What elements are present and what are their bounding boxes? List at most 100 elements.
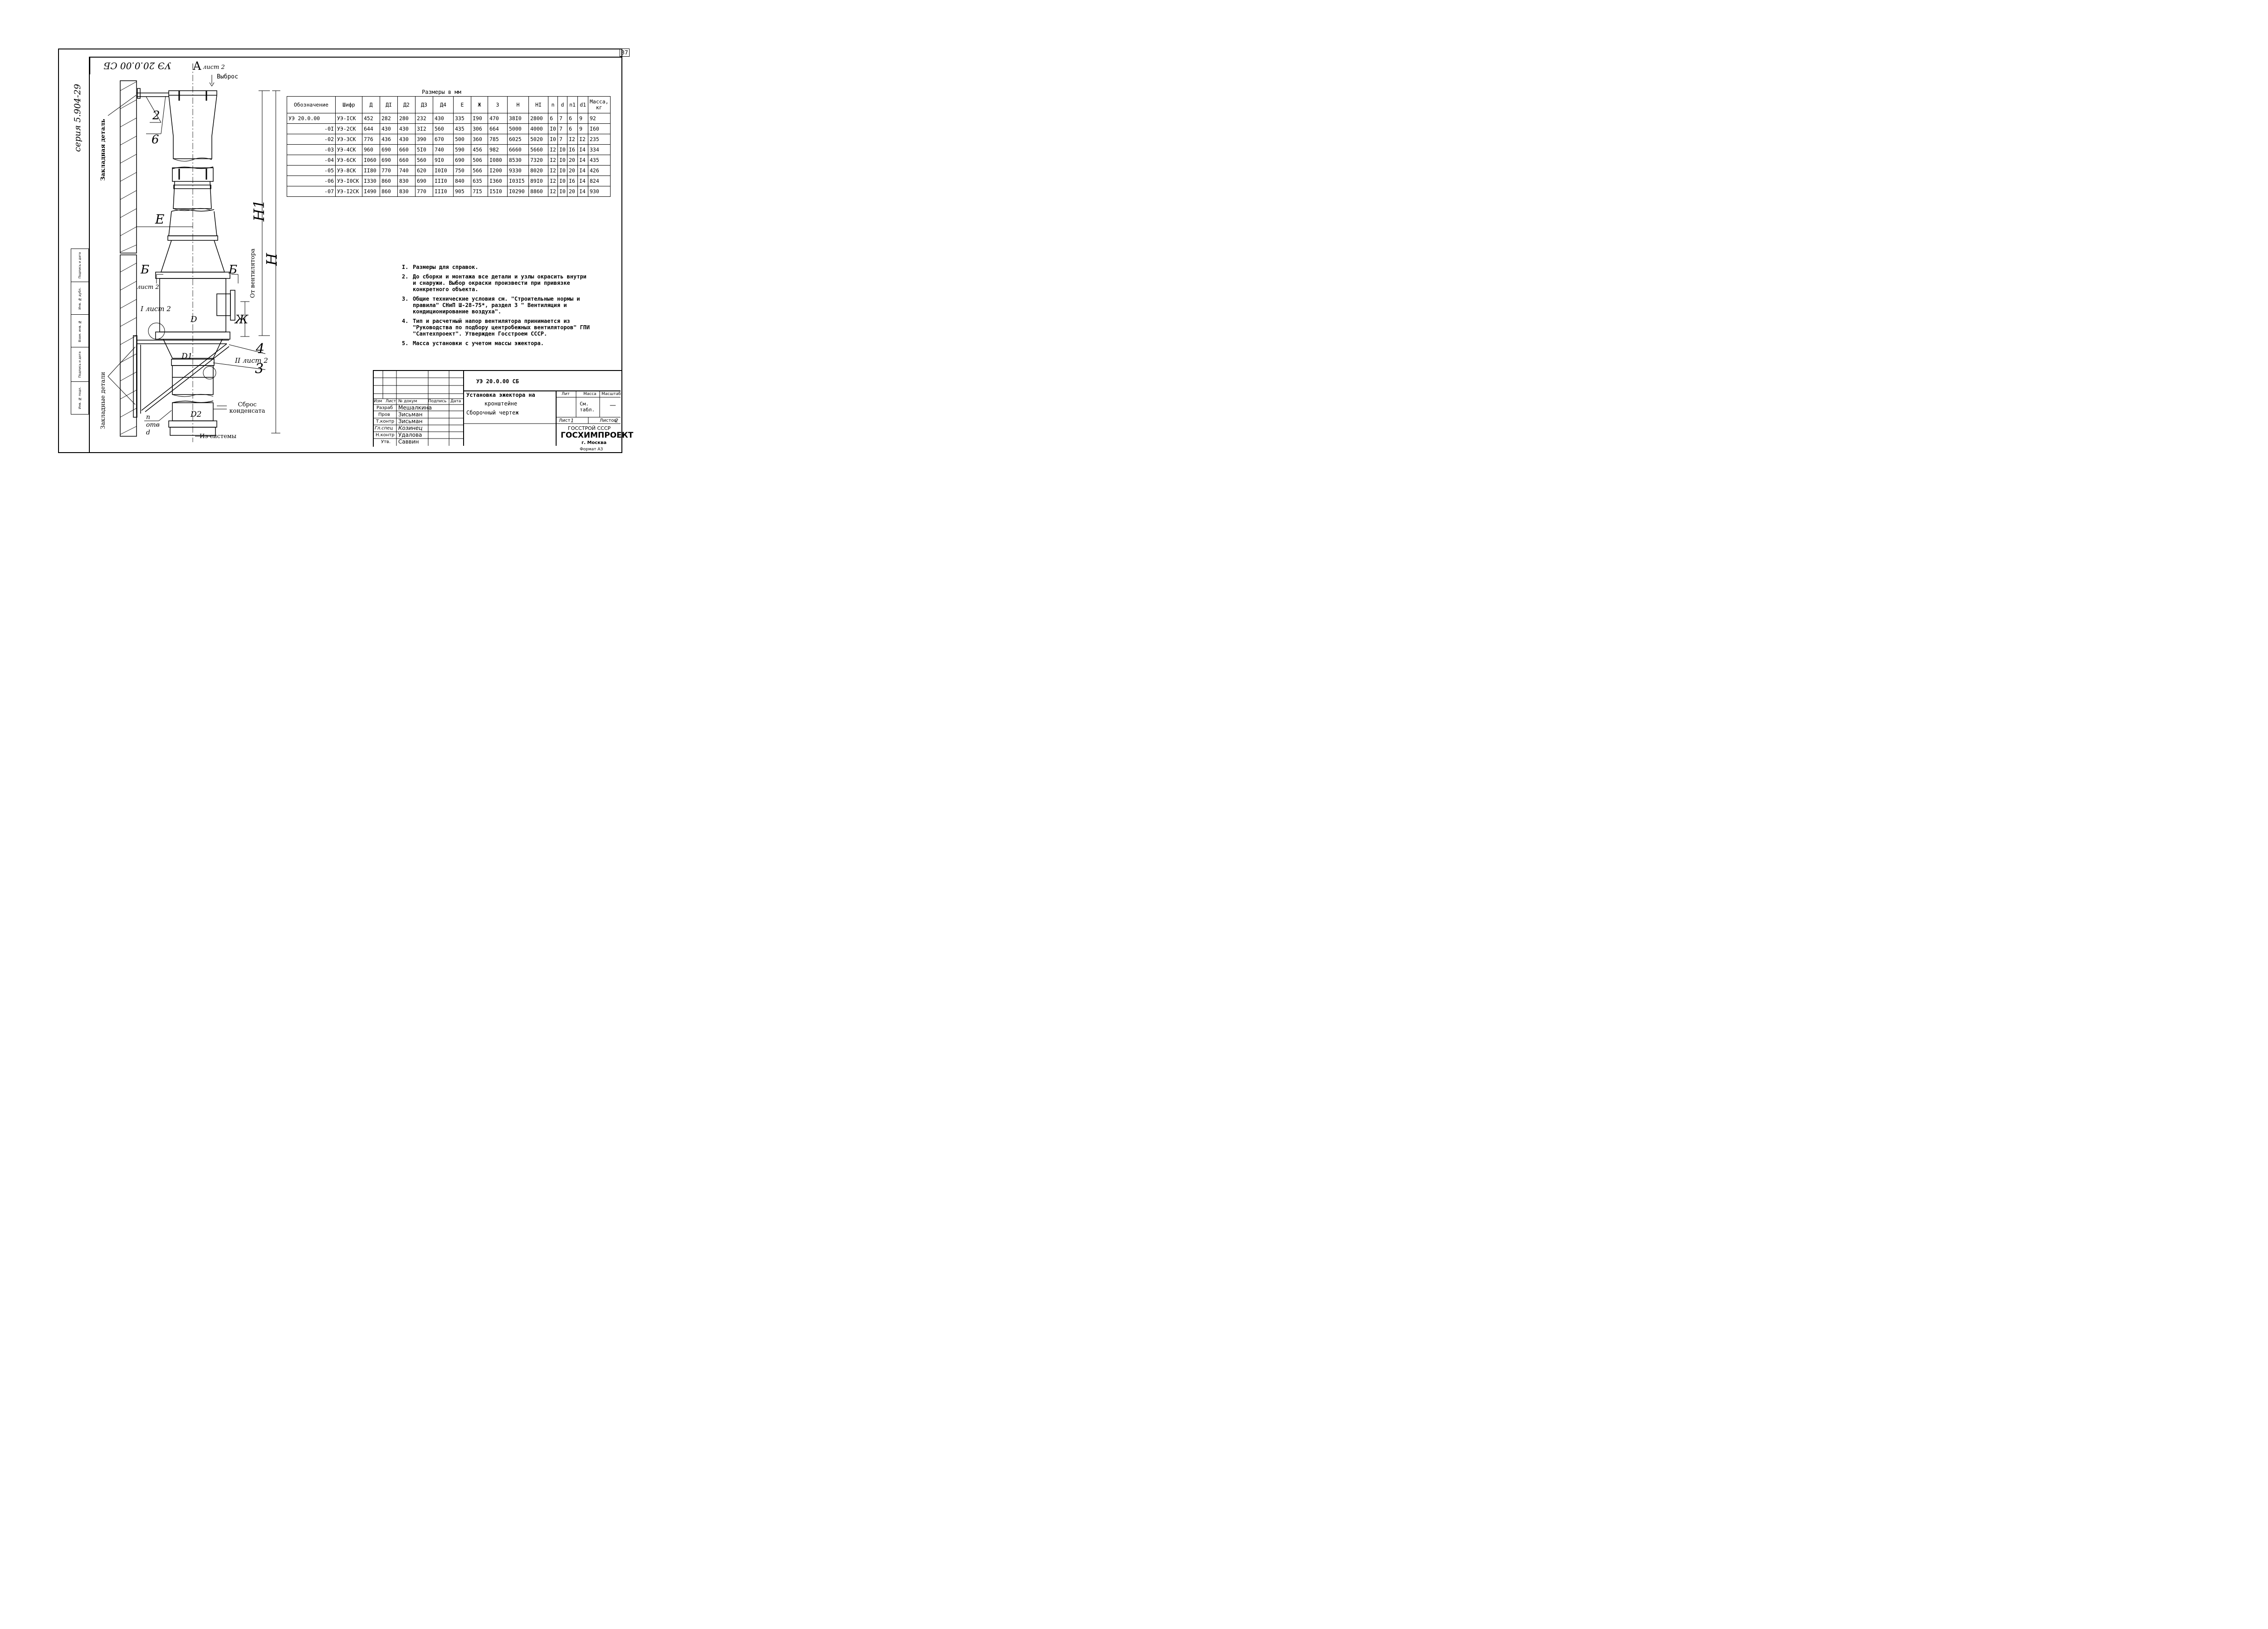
table-cell: 232 — [415, 113, 433, 124]
side-cell: Инв. № подл. — [71, 381, 88, 415]
table-cell: 690 — [453, 155, 471, 166]
table-header: Д4 — [433, 96, 454, 113]
org-name-2: ГОСХИМПРОЕКТ — [561, 431, 634, 440]
table-cell: I2 — [548, 144, 558, 155]
table-cell: 6025 — [507, 134, 529, 145]
table-cell: 500 — [453, 134, 471, 145]
table-cell: 7 — [557, 113, 567, 124]
table-header: n1 — [567, 96, 578, 113]
table-cell: 3I2 — [415, 123, 433, 134]
table-cell: УЭ-I2СК — [335, 186, 362, 197]
col-header-doc: № докум — [398, 399, 417, 404]
table-cell: I0 — [557, 155, 567, 166]
table-cell: 860 — [380, 186, 398, 197]
lower-bracket — [133, 335, 230, 418]
org-name-1: ГОССТРОЙ СССР — [568, 425, 611, 431]
title-block-code: УЭ 20.0.00 СБ — [476, 378, 519, 385]
table-cell: I03I5 — [507, 176, 529, 186]
table-header: Н — [507, 96, 529, 113]
table-cell: I0 — [557, 165, 567, 176]
notes-list: I.Размеры для справок. 2.До сборки и мон… — [402, 264, 592, 350]
table-cell: -0I — [287, 123, 336, 134]
table-cell: 5020 — [528, 134, 548, 145]
condensate-label: Сброс конденсата — [229, 401, 265, 415]
table-cell: I360 — [488, 176, 508, 186]
sheets-label: Листов — [600, 418, 617, 423]
embedded-parts-label: Закладные детали — [100, 372, 107, 429]
table-cell: I0 — [557, 144, 567, 155]
table-cell: УЭ-6СК — [335, 155, 362, 166]
table-cell: I60 — [588, 123, 611, 134]
table-cell: I060 — [362, 155, 380, 166]
table-header: Е — [453, 96, 471, 113]
table-cell: 840 — [453, 176, 471, 186]
table-cell: 740 — [433, 144, 454, 155]
table-cell: 830 — [397, 176, 415, 186]
table-cell: 360 — [471, 134, 488, 145]
position-3-label: 3 — [255, 361, 264, 377]
table-cell: 566 — [471, 165, 488, 176]
sheet-value: 1 — [571, 418, 574, 424]
table-cell: 5000 — [507, 123, 529, 134]
org-city: г. Москва — [582, 440, 607, 445]
dimension-h1-label: Н1 — [250, 200, 268, 222]
table-header: Д3 — [415, 96, 433, 113]
table-cell: 960 — [362, 144, 380, 155]
table-cell: I2 — [567, 134, 578, 145]
col-header-sign: Подпись — [428, 399, 447, 404]
table-cell: 664 — [488, 123, 508, 134]
side-cell: Подпись и дата — [71, 347, 88, 382]
drawing-frame-inner — [89, 57, 622, 453]
table-cell: 824 — [588, 176, 611, 186]
table-header: d1 — [577, 96, 588, 113]
from-fan-label: От вентилятора — [249, 249, 256, 298]
table-cell: УЭ-IСК — [335, 113, 362, 124]
view-a-label: А — [193, 59, 201, 73]
position-4-label: 4 — [256, 341, 265, 357]
table-cell: 9 — [577, 113, 588, 124]
table-cell: 6 — [567, 113, 578, 124]
role-norm-control: Н.контр — [376, 433, 395, 438]
table-cell: 770 — [415, 186, 433, 197]
title-line-1: Установка эжектора на — [466, 392, 535, 398]
table-cell: 282 — [380, 113, 398, 124]
table-caption: Размеры в мм — [422, 89, 461, 95]
table-cell: -06 — [287, 176, 336, 186]
table-header: Ж — [471, 96, 488, 113]
table-cell: УЭ-8СК — [335, 165, 362, 176]
section-b-label: Б — [141, 263, 150, 277]
view-a-sheet-label: лист 2 — [203, 64, 225, 71]
table-cell: 430 — [397, 134, 415, 145]
dimensions-table: Обозначение Шифр Д ДI Д2 Д3 Д4 Е Ж З Н Н… — [287, 96, 611, 197]
table-cell: -05 — [287, 165, 336, 176]
table-cell: II80 — [362, 165, 380, 176]
table-cell: 4000 — [528, 123, 548, 134]
table-cell: 20 — [567, 165, 578, 176]
note-item: 2.До сборки и монтажа все детали и узлы … — [402, 273, 587, 293]
side-cell: Взам. инв. № — [71, 314, 88, 347]
table-header: n — [548, 96, 558, 113]
table-cell: I0290 — [507, 186, 529, 197]
title-line-2: кронштейне — [484, 400, 518, 407]
table-header: Д — [362, 96, 380, 113]
table-cell: I6 — [567, 144, 578, 155]
title-block — [373, 370, 621, 447]
table-cell: 770 — [380, 165, 398, 176]
table-cell: 235 — [588, 134, 611, 145]
table-cell: 7I5 — [471, 186, 488, 197]
table-header: Д2 — [397, 96, 415, 113]
table-cell: 280 — [397, 113, 415, 124]
table-cell: УЭ-4СК — [335, 144, 362, 155]
table-cell: I490 — [362, 186, 380, 197]
table-cell: I4 — [577, 165, 588, 176]
table-cell: I200 — [488, 165, 508, 176]
table-header: Масса, кг — [588, 96, 611, 113]
position-6-label: 6 — [152, 133, 159, 146]
table-cell: 335 — [453, 113, 471, 124]
table-cell: 430 — [380, 123, 398, 134]
table-cell: I2 — [548, 155, 558, 166]
table-cell: 89I0 — [528, 176, 548, 186]
